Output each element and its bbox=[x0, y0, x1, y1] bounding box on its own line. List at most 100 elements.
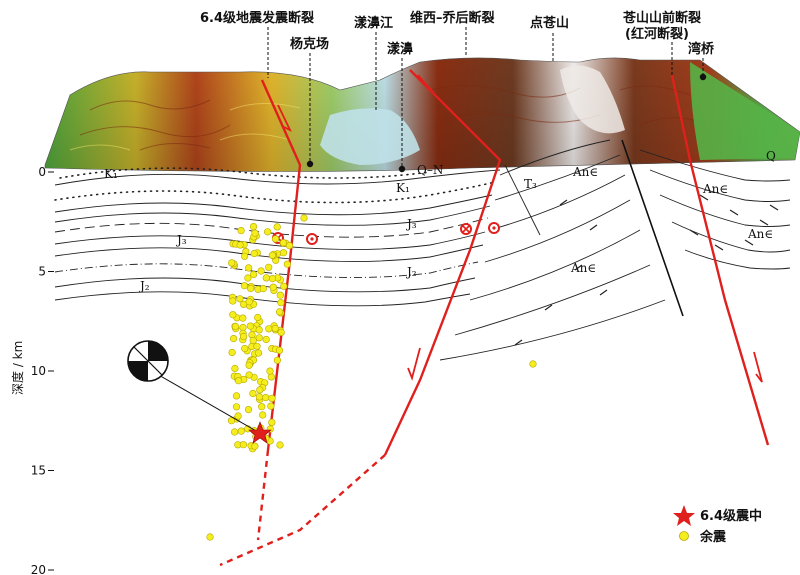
an-right-1-label: An∈ bbox=[702, 182, 728, 196]
cangshan-front-sub-label: (红河断裂) bbox=[625, 26, 689, 42]
beachball-icon bbox=[128, 341, 168, 381]
aftershock-dot bbox=[240, 315, 247, 322]
aftershock-dot bbox=[263, 336, 270, 343]
aftershock-dot bbox=[245, 265, 252, 272]
aftershock-dot bbox=[266, 326, 273, 333]
aftershock-dot bbox=[245, 406, 252, 413]
aftershock-dot bbox=[240, 333, 247, 340]
cangshan-front-label: 苍山山前断裂 bbox=[622, 10, 702, 26]
t3-label: T₃ bbox=[524, 177, 537, 191]
aftershock-dot bbox=[272, 325, 279, 332]
yangbijiang-label: 漾濞江 bbox=[354, 15, 393, 31]
strike-toward-symbol-2 bbox=[489, 223, 499, 233]
aftershock-dot bbox=[281, 283, 288, 290]
aftershock-dot bbox=[238, 227, 245, 234]
strike-away-symbol-2 bbox=[461, 224, 471, 234]
depth-tick-label: 0 bbox=[38, 165, 46, 179]
aftershock-dot bbox=[207, 534, 214, 541]
aftershock-dot bbox=[286, 242, 293, 249]
black-fault-line bbox=[622, 140, 683, 316]
legend-epicenter-label: 6.4级震中 bbox=[700, 508, 762, 524]
legend-aftershock-icon bbox=[680, 532, 689, 541]
aftershock-dot bbox=[272, 236, 279, 243]
an-mid-label: An∈ bbox=[570, 261, 596, 275]
aftershock-dot bbox=[231, 429, 238, 436]
aftershock-dot bbox=[232, 365, 239, 372]
aftershock-dot bbox=[269, 275, 276, 282]
aftershock-dot bbox=[278, 329, 285, 336]
k1-left-label: K₁ bbox=[104, 167, 118, 181]
aftershock-dot bbox=[229, 349, 236, 356]
aftershock-dot bbox=[246, 362, 253, 369]
wanqiao-label: 湾桥 bbox=[688, 41, 715, 57]
aftershock-dot bbox=[277, 442, 284, 449]
aftershock-dot bbox=[252, 230, 259, 237]
aftershock-dot bbox=[264, 229, 271, 236]
q-n-label: Q–N bbox=[417, 163, 443, 177]
j3-mid-label: J₃ bbox=[405, 217, 417, 231]
q-right-label: Q bbox=[766, 149, 776, 163]
aftershock-dot bbox=[235, 413, 242, 420]
aftershock-dot bbox=[269, 395, 276, 402]
aftershock-dot bbox=[237, 296, 244, 303]
aftershock-dot bbox=[238, 428, 245, 435]
aftershock-dot bbox=[256, 394, 263, 401]
aftershock-dot bbox=[256, 335, 263, 342]
aftershock-dot bbox=[247, 323, 254, 330]
aftershock-dot bbox=[269, 419, 276, 426]
legend-star-icon bbox=[673, 505, 695, 526]
aftershock-dot bbox=[250, 223, 257, 230]
aftershock-dot bbox=[233, 404, 240, 411]
j2-left-label: J₂ bbox=[138, 279, 150, 293]
aftershock-dot bbox=[263, 275, 270, 282]
legend: 6.4级震中 余震 bbox=[673, 505, 762, 545]
k1-mid-label: K₁ bbox=[396, 181, 410, 195]
aftershock-dot bbox=[301, 215, 308, 222]
aftershock-dot bbox=[269, 252, 276, 259]
causative-fault-inferred bbox=[258, 450, 268, 540]
aftershock-dot bbox=[237, 242, 244, 249]
aftershock-dot bbox=[262, 394, 269, 401]
weixi-qiaohou-label: 维西–乔后断裂 bbox=[410, 10, 496, 26]
aftershock-dot bbox=[268, 374, 275, 381]
j3-left-label: J₃ bbox=[175, 233, 187, 247]
aftershock-dot bbox=[230, 335, 237, 342]
aftershock-dot bbox=[265, 264, 272, 271]
aftershock-dot bbox=[230, 298, 237, 305]
aftershock-dot bbox=[232, 323, 239, 330]
aftershock-dot bbox=[278, 299, 285, 306]
depth-tick-label: 5 bbox=[38, 265, 46, 279]
aftershock-dot bbox=[254, 343, 261, 350]
aftershock-dot bbox=[280, 249, 287, 256]
depth-axis-title: 深度 / km bbox=[10, 341, 25, 395]
aftershock-dot bbox=[258, 403, 265, 410]
depth-tick-label: 10 bbox=[31, 364, 46, 378]
yangkechang-label: 杨克场 bbox=[290, 36, 329, 52]
aftershock-dot bbox=[267, 368, 274, 375]
aftershock-dot bbox=[240, 441, 247, 448]
aftershock-dot bbox=[233, 393, 240, 400]
aftershock-dot bbox=[256, 327, 263, 334]
an-top-label: An∈ bbox=[572, 165, 598, 179]
aftershock-dot bbox=[230, 311, 237, 318]
aftershock-dot bbox=[246, 298, 253, 305]
aftershock-dot bbox=[245, 275, 252, 282]
aftershock-dot bbox=[228, 260, 235, 267]
terrain-surface bbox=[45, 58, 800, 172]
aftershock-dot bbox=[259, 412, 266, 419]
legend-aftershock-label: 余震 bbox=[699, 529, 727, 545]
fault-64-label: 6.4级地震发震断裂 bbox=[200, 10, 315, 26]
aftershock-dot bbox=[254, 314, 261, 321]
aftershock-dot bbox=[250, 390, 257, 397]
aftershock-dot bbox=[274, 224, 281, 231]
aftershock-dot bbox=[241, 253, 248, 260]
aftershock-dot bbox=[258, 268, 265, 275]
basement-texture bbox=[515, 195, 778, 345]
diancangshan-label: 点苍山 bbox=[530, 15, 569, 31]
aftershock-dot bbox=[247, 285, 254, 292]
aftershock-dot bbox=[250, 337, 257, 344]
depth-tick-label: 20 bbox=[31, 563, 46, 575]
an-right-2-label: An∈ bbox=[747, 227, 773, 241]
